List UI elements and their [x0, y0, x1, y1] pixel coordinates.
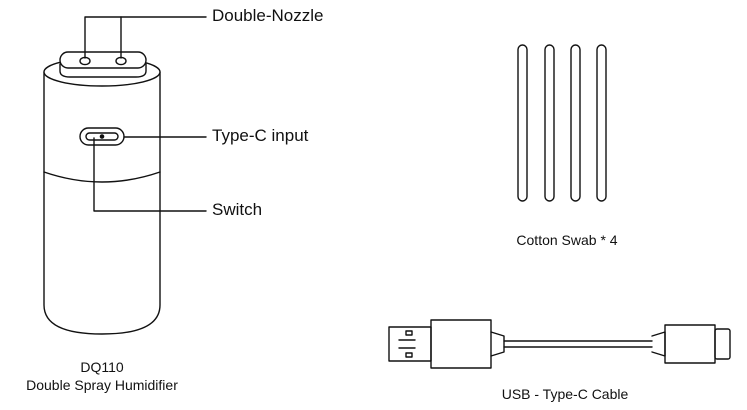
humidifier-model: DQ110: [80, 359, 124, 375]
cotton-swab: [517, 44, 528, 202]
callout-type-c-input: Type-C input: [212, 126, 309, 145]
leader-lines: [84, 16, 207, 212]
type-c-plug: [714, 328, 731, 360]
usb-a-plug: [388, 326, 432, 362]
cotton-swab: [570, 44, 581, 202]
cotton-swab-caption: Cotton Swab * 4: [516, 232, 618, 248]
cotton-swab: [544, 44, 555, 202]
cable-wire: [503, 340, 653, 348]
callout-double-nozzle: Double-Nozzle: [212, 6, 324, 25]
cotton-swab: [596, 44, 607, 202]
humidifier-body: [43, 57, 161, 335]
humidifier-name: Double Spray Humidifier: [26, 377, 178, 393]
type-c-port: [79, 127, 125, 146]
usb-cable: [388, 319, 731, 369]
type-c-housing: [664, 324, 716, 364]
usb-a-housing: [430, 319, 492, 369]
cable-caption: USB - Type-C Cable: [501, 386, 629, 402]
nozzle-plate: [59, 51, 147, 78]
callout-switch: Switch: [212, 200, 263, 219]
cotton-swabs: [517, 44, 607, 202]
